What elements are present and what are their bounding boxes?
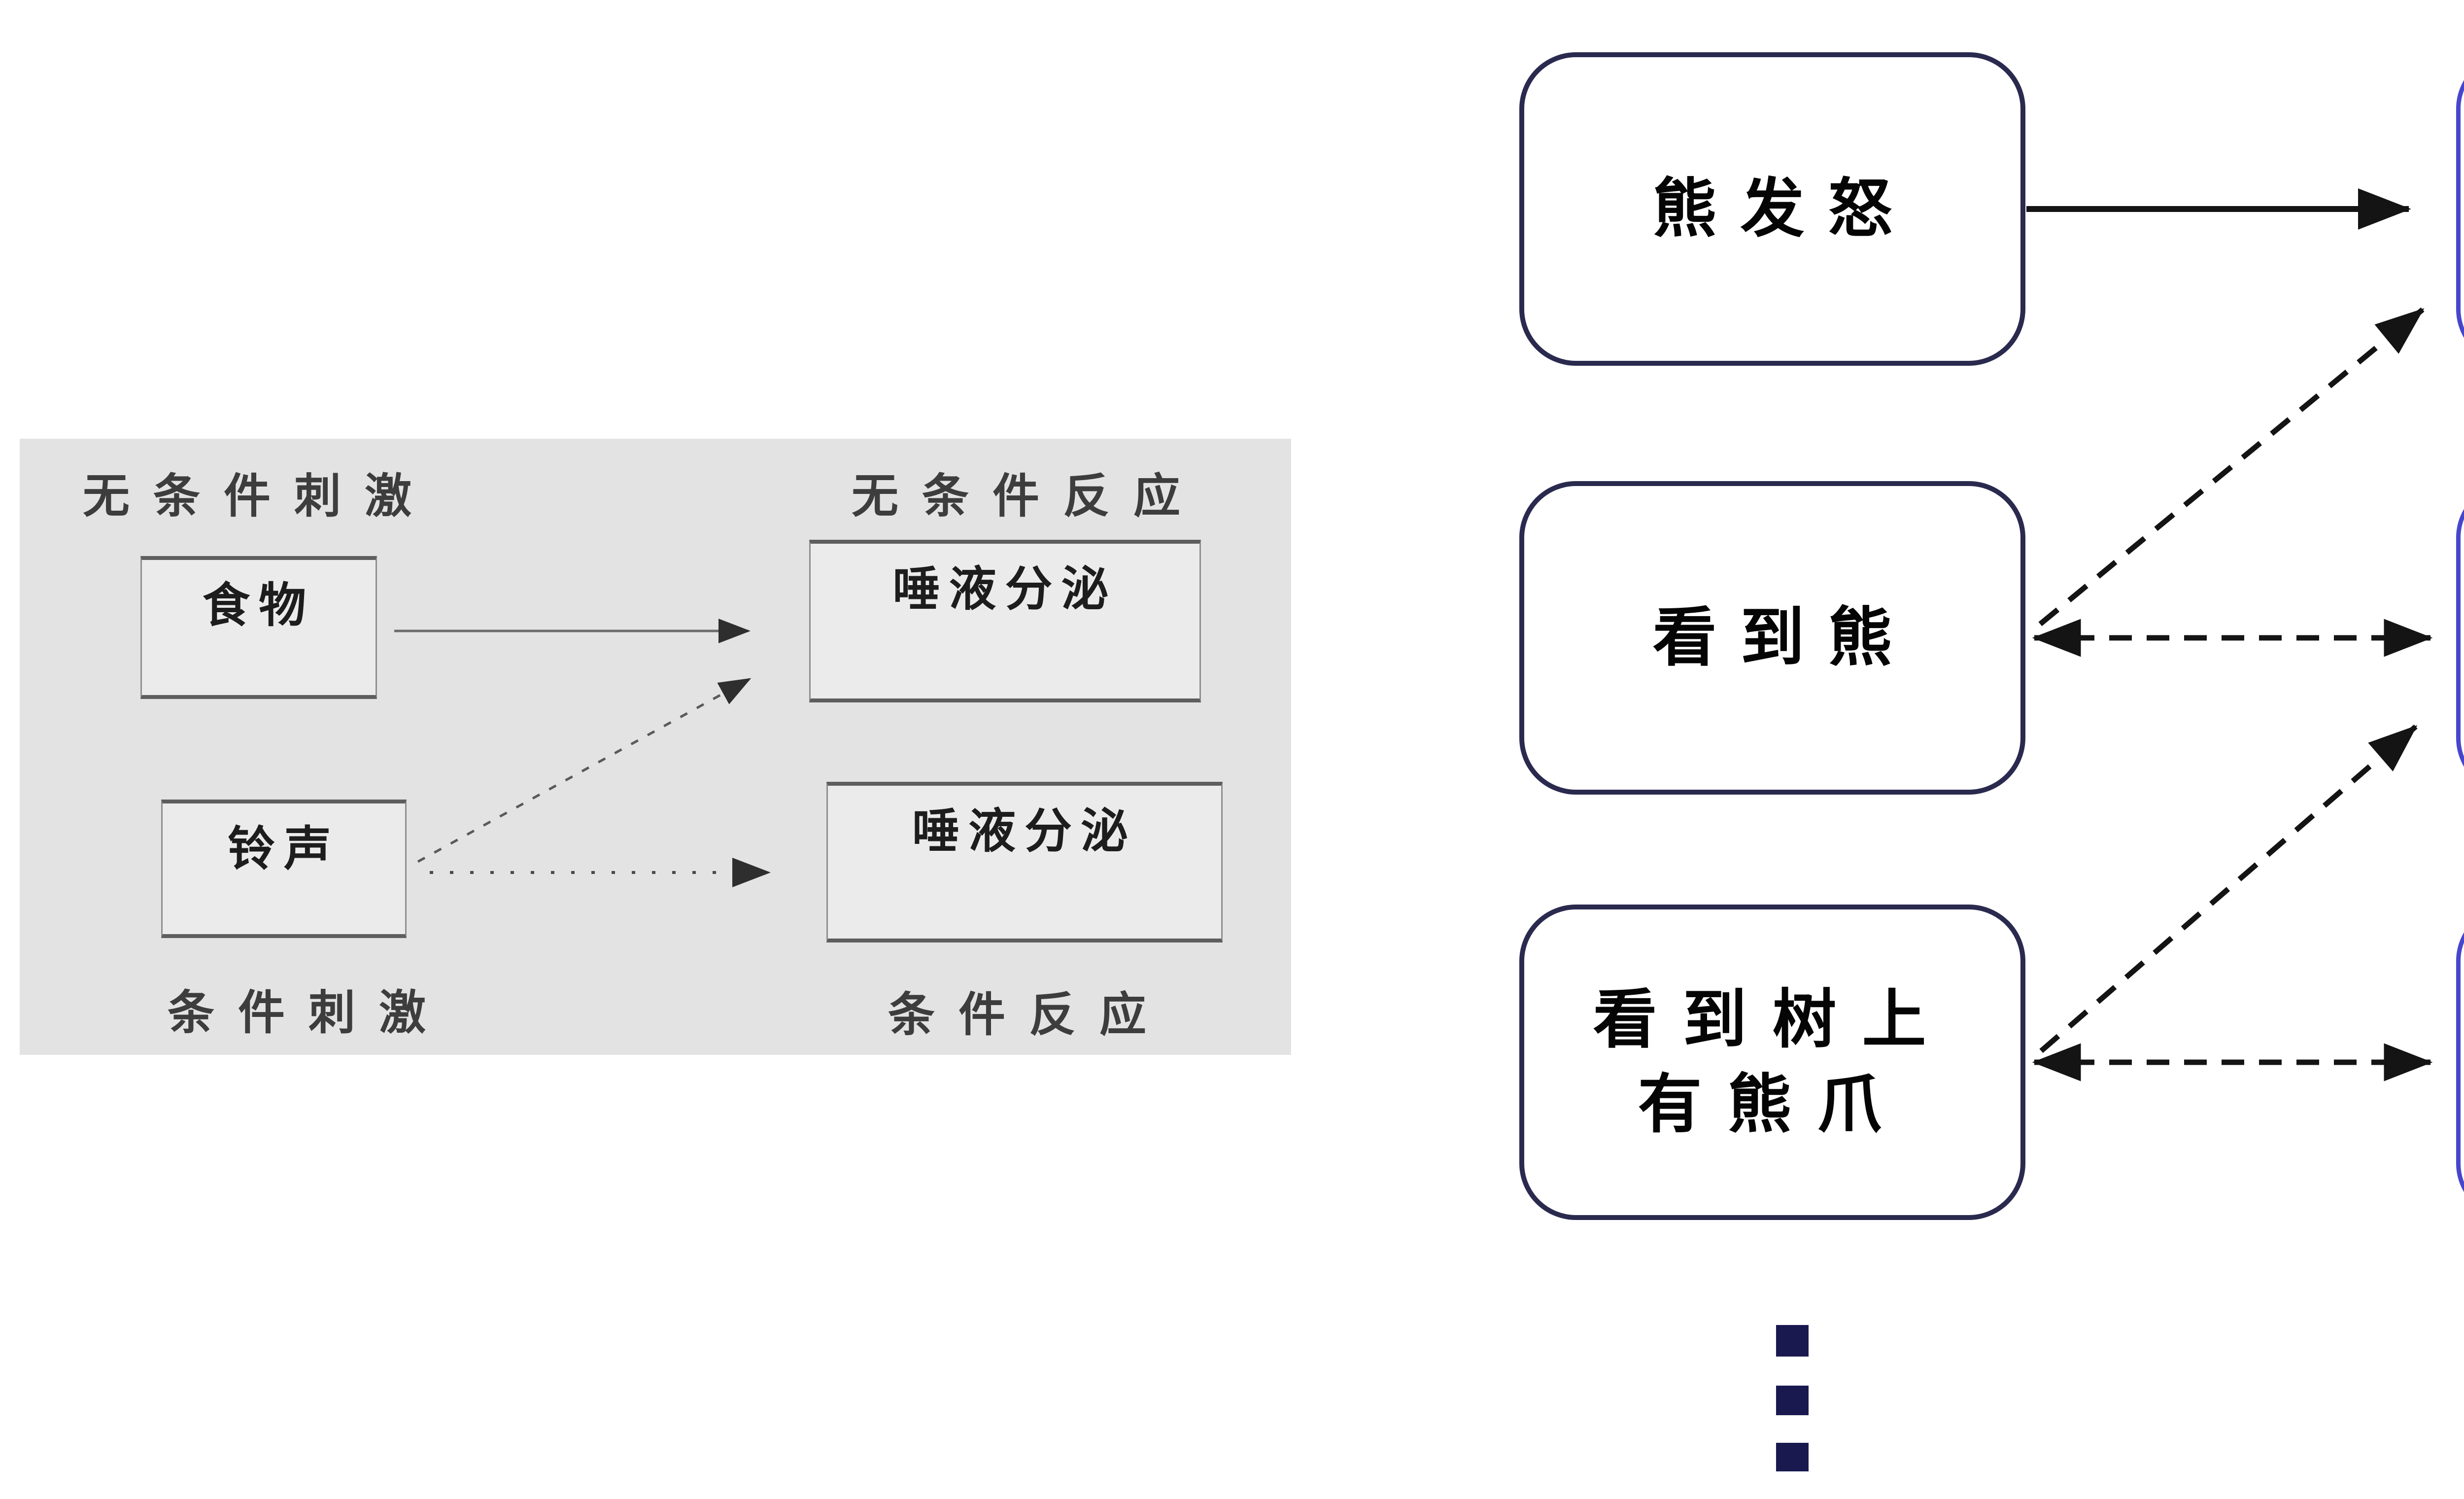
box-bell: 铃声 [161, 800, 407, 938]
states-ellipsis-dot [1776, 1386, 1809, 1415]
node-see-claw: 看到树上 有熊爪 [1519, 905, 2025, 1220]
box-salivation-bottom: 唾液分泌 [826, 782, 1223, 942]
states-ellipsis-dot [1776, 1325, 1809, 1357]
node-see-claw-label-line1: 看到树上 [1593, 983, 1952, 1056]
node-see-bear: 看到熊 [1519, 481, 2025, 795]
bell-to-salivation-top-dashed-arrow [417, 678, 752, 863]
node-bear-rage: 熊发怒 [1519, 52, 2025, 366]
see-bear-to-reward-dashed-arrow [2038, 307, 2425, 627]
box-bell-label: 铃声 [228, 823, 340, 875]
pavlov-panel: 无条件刺激 无条件反应 条件刺激 条件反应 食物 唾液分泌 铃声 唾液分泌 [20, 439, 1291, 1055]
label-unconditioned-response: 无条件反应 [852, 470, 1204, 523]
box-food-label: 食物 [203, 579, 315, 632]
see-claw-to-value-next-dashed-arrow [2039, 724, 2418, 1053]
label-conditioned-stimulus: 条件刺激 [168, 987, 450, 1039]
box-salivation-top-label: 唾液分泌 [892, 563, 1118, 616]
node-value-next-state: V(s′) [2456, 481, 2464, 795]
box-food: 食物 [140, 556, 377, 699]
states-ellipsis-dot [1776, 1443, 1809, 1471]
box-salivation-top: 唾液分泌 [809, 540, 1201, 702]
label-conditioned-response: 条件反应 [888, 989, 1170, 1041]
node-value-state: V(s) [2456, 905, 2464, 1220]
box-salivation-bottom-label: 唾液分泌 [912, 805, 1137, 858]
label-unconditioned-stimulus: 无条件刺激 [83, 470, 436, 523]
node-bear-rage-label: 熊发怒 [1652, 173, 1916, 245]
node-see-bear-label: 看到熊 [1652, 601, 1916, 674]
node-reward: 奖励 [2456, 52, 2464, 366]
node-see-claw-label-line2: 有熊爪 [1638, 1068, 1907, 1140]
